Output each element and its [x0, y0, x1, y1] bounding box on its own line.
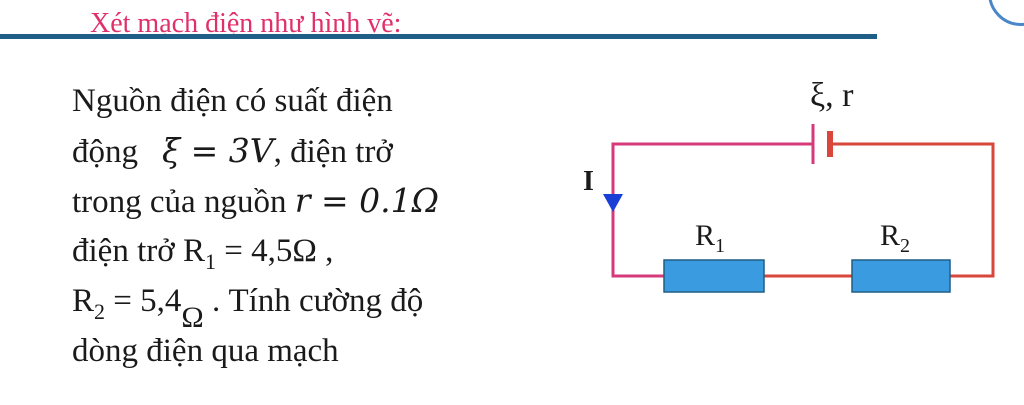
problem-line-3: trong của nguồn r = 0.1Ω: [72, 181, 439, 220]
r1-subscript: 1: [204, 249, 216, 274]
title-divider: [0, 34, 877, 39]
internal-resistance-value: r = 0.1Ω: [294, 181, 439, 220]
emf-value: ξ = 3V: [162, 131, 274, 170]
problem-line-6: dòng điện qua mạch: [72, 333, 339, 369]
wire-left: [611, 142, 813, 278]
current-arrow-icon: [603, 194, 623, 212]
problem-line-4: điện trở R1 = 4,5Ω ,: [72, 233, 334, 274]
r2-unit: Ω: [181, 301, 204, 334]
problem-line-1: Nguồn điện có suất điện: [72, 83, 393, 119]
r2-subscript: 2: [94, 299, 106, 324]
wire-right: [830, 142, 995, 278]
r2-label: R2: [880, 219, 910, 257]
r1-symbol: R: [182, 233, 205, 269]
problem-line-5: R2 = 5,4Ω . Tính cường độ: [72, 283, 424, 334]
source-label: ξ, r: [810, 77, 854, 114]
resistor-r2: [851, 259, 951, 293]
page-title: Xét mạch điện như hình vẽ:: [90, 8, 402, 39]
r1-label: R1: [695, 219, 725, 257]
r2-value: = 5,4: [105, 283, 182, 319]
r1-value: = 4,5Ω ,: [215, 233, 334, 269]
resistor-r1: [663, 259, 765, 293]
r2-symbol: R: [72, 283, 95, 319]
current-label: I: [583, 166, 594, 197]
